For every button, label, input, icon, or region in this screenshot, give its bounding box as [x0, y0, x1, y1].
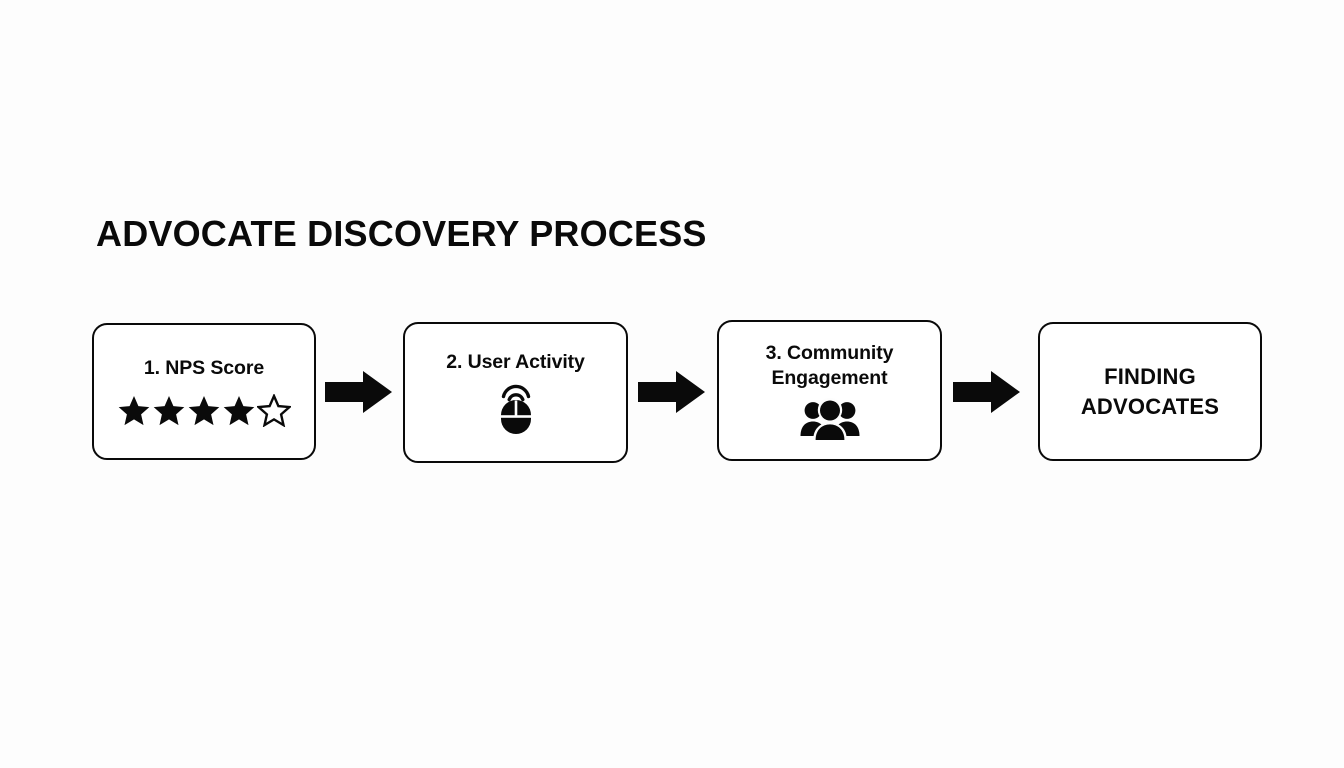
- step-label: 1. NPS Score: [143, 356, 265, 379]
- outcome-label-line-2: ADVOCATES: [1080, 393, 1220, 419]
- page-title: ADVOCATE DISCOVERY PROCESS: [96, 213, 707, 254]
- outcome-label: FINDING ADVOCATES: [1081, 362, 1219, 420]
- process-step-nps-score[interactable]: 1. NPS Score: [92, 323, 316, 460]
- icon-slot: [799, 398, 861, 441]
- star-filled-icon: [188, 396, 220, 426]
- people-group-icon: [800, 398, 859, 441]
- star-rating-icon: [117, 394, 291, 428]
- arrow-right-icon: [638, 370, 706, 414]
- step-label-line-1: 3. Community: [765, 341, 894, 364]
- process-step-user-activity[interactable]: 2. User Activity: [403, 322, 628, 463]
- icon-slot: [117, 388, 291, 428]
- process-step-community-engagement[interactable]: 3. Community Engagement: [717, 320, 942, 461]
- star-outline-icon: [257, 394, 291, 428]
- star-filled-icon: [223, 396, 255, 426]
- step-label: 3. Community Engagement: [766, 341, 894, 390]
- star-filled-icon: [118, 396, 150, 426]
- outcome-label-line-1: FINDING: [1104, 364, 1196, 390]
- icon-slot: [493, 383, 539, 435]
- step-label-line-2: Engagement: [771, 366, 888, 389]
- star-filled-icon: [153, 396, 185, 426]
- process-outcome-finding-advocates[interactable]: FINDING ADVOCATES: [1038, 322, 1262, 461]
- process-flow: 1. NPS Score: [92, 320, 1262, 464]
- arrow-right-icon: [953, 370, 1021, 414]
- arrow-right-icon: [325, 370, 393, 414]
- computer-mouse-click-icon: [500, 384, 531, 434]
- step-label: 2. User Activity: [446, 351, 585, 374]
